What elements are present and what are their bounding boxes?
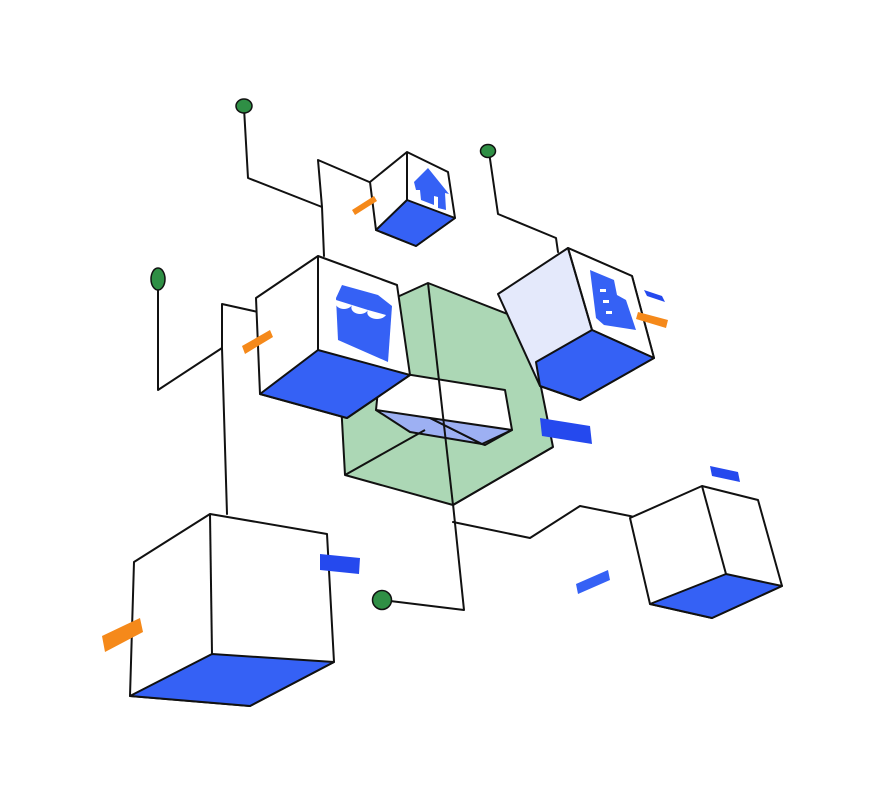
small-cube-right (630, 486, 782, 618)
green-node-dot (373, 591, 392, 610)
blue-accent (576, 570, 610, 594)
connector-line (244, 108, 388, 207)
green-node-dot (236, 99, 252, 113)
green-node-dot (151, 268, 165, 290)
blue-accent (710, 466, 740, 482)
connector-line (489, 152, 558, 252)
blue-accent (644, 290, 665, 302)
connector-line (382, 504, 464, 610)
connector-line (222, 348, 227, 514)
house-cube (370, 152, 455, 246)
connector-line (322, 207, 324, 256)
green-node-dot (481, 145, 496, 158)
connector-line (158, 282, 222, 390)
large-cube-left (130, 514, 334, 706)
